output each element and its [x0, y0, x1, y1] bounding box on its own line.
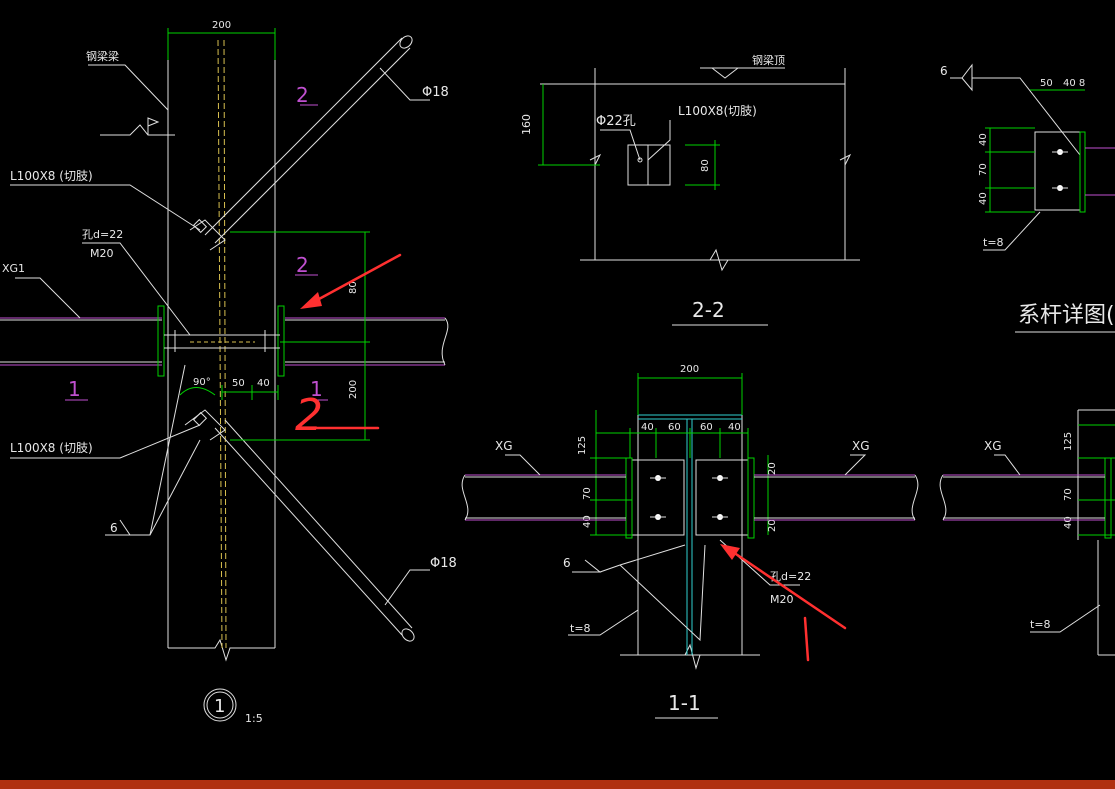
- dim-20b: 20: [767, 519, 778, 532]
- section-1-right: 1: [310, 377, 323, 401]
- hole-label-section11: 孔d=22: [770, 570, 811, 583]
- dim-40-section11: 40: [582, 515, 593, 528]
- dim-40b-right: 40: [978, 192, 989, 205]
- beam-label: 钢梁梁: [86, 49, 119, 63]
- dim-40c-right: 40: [1063, 516, 1074, 529]
- section-2-mid: 2: [296, 253, 309, 277]
- dim-top-0: 40: [641, 422, 654, 433]
- angle-90: 90°: [193, 377, 211, 388]
- xg-left: XG: [495, 439, 513, 453]
- detail-1-joint: 200 钢梁梁 XG1 Φ18 L: [0, 20, 457, 725]
- dim-top-1: 60: [668, 422, 681, 433]
- arrow-head-icon: [300, 292, 322, 309]
- arrow-head-icon-2: [720, 544, 740, 560]
- dim-125-right: 125: [1063, 432, 1074, 451]
- dim-408: 40 8: [1063, 78, 1085, 89]
- hole-phi22: Φ22孔: [596, 114, 636, 129]
- detail-right-title: 系杆详图(X: [1018, 303, 1115, 328]
- dim-40a-right: 40: [978, 133, 989, 146]
- rod-phi18-top: Φ18: [422, 85, 449, 100]
- section22-title: 2-2: [692, 298, 725, 322]
- section22-angle: L100X8(切肢): [678, 103, 757, 118]
- red-annotations: 2: [295, 253, 847, 662]
- detail-right: 6 50 40 8 40 70 40 t=8 系杆详图(X 125 70: [939, 63, 1115, 656]
- hole-label: 孔d=22: [82, 228, 123, 241]
- xg-right: XG: [852, 439, 870, 453]
- rod-phi18-bottom: Φ18: [430, 556, 457, 571]
- dim-50: 50: [232, 378, 245, 389]
- plate-t8-right: t=8: [983, 236, 1004, 249]
- xg-far-right: XG: [984, 439, 1002, 453]
- dim-160: 160: [520, 114, 533, 135]
- weld-6-section11: 6: [563, 556, 571, 570]
- dim-70: 70: [582, 487, 593, 500]
- rod-label-xg1: XG1: [2, 262, 25, 275]
- detail-scale: 1:5: [245, 712, 263, 725]
- section22-top-label: 钢梁顶: [752, 53, 785, 67]
- section-1-1: 200 40 60 60 40 125 70 40 20 20: [461, 364, 919, 719]
- angle-label-top: L100X8 (切肢): [10, 168, 93, 183]
- bolt-label-section11: M20: [770, 593, 794, 606]
- weld-6-right: 6: [940, 64, 948, 78]
- section-2-top: 2: [296, 83, 309, 107]
- dim-top-3: 40: [728, 422, 741, 433]
- dim-200-top: 200: [212, 20, 231, 31]
- dim-50-right: 50: [1040, 78, 1053, 89]
- dim-80: 80: [348, 281, 359, 294]
- dim-20a: 20: [767, 462, 778, 475]
- dim-200-section11: 200: [680, 364, 699, 375]
- dim-top-2: 60: [700, 422, 713, 433]
- dim-70-right: 70: [978, 163, 989, 176]
- plate-t8-right2: t=8: [1030, 618, 1051, 631]
- section-1-left: 1: [68, 377, 81, 401]
- dim-200-right: 200: [348, 380, 359, 399]
- dim-125: 125: [577, 436, 588, 455]
- weld-6-left: 6: [110, 521, 118, 535]
- section11-title: 1-1: [668, 691, 701, 715]
- handwritten-2: 2: [295, 390, 323, 441]
- section-2-2: 钢梁顶 160 80 Φ22孔 L100X8(切肢) 2-2: [520, 53, 860, 326]
- dim-40: 40: [257, 378, 270, 389]
- dim-70b-right: 70: [1063, 488, 1074, 501]
- window-bottom-bar: [0, 780, 1115, 789]
- plate-t8: t=8: [570, 622, 591, 635]
- dim-80-section22: 80: [700, 159, 711, 172]
- detail-number: 1: [214, 696, 225, 717]
- bolt-label: M20: [90, 247, 114, 260]
- angle-label-bottom: L100X8 (切肢): [10, 440, 93, 455]
